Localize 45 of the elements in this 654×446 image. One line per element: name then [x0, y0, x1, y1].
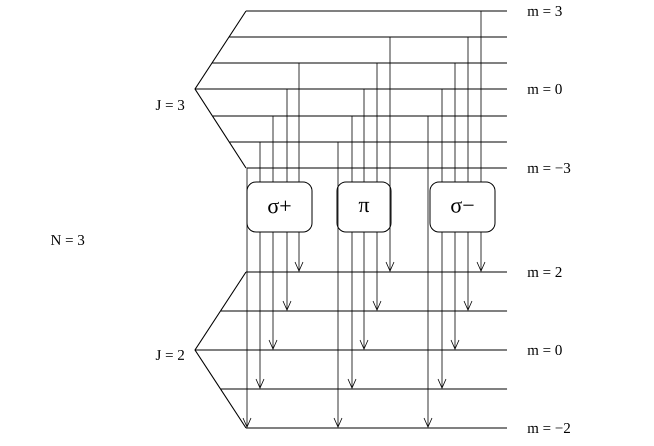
transition-arrow — [282, 232, 292, 311]
energy-level-line — [230, 141, 507, 143]
energy-level-line — [246, 271, 507, 273]
transition-arrow — [242, 168, 252, 428]
transition-arrow — [348, 232, 356, 389]
energy-level-line — [220, 310, 508, 312]
level-label: m = 2 — [528, 267, 562, 277]
energy-level-line — [212, 62, 507, 64]
transition-line — [480, 10, 482, 182]
energy-level-line — [246, 427, 507, 429]
level-label: m = 0 — [528, 84, 562, 94]
level-label: m = −3 — [528, 162, 570, 174]
transition-arrow — [256, 232, 264, 389]
energy-level-line — [195, 349, 507, 351]
transition-arrow — [476, 232, 486, 272]
transition-arrow — [450, 232, 460, 350]
molecule-label: N = 3 — [50, 234, 84, 246]
transition-line — [376, 62, 378, 182]
transition-arrow — [334, 142, 342, 428]
energy-level-line — [220, 388, 508, 390]
level-label: m = 0 — [528, 344, 562, 356]
transition-arrow — [386, 36, 394, 272]
polarization-box: σ− — [430, 182, 496, 232]
transition-line — [454, 62, 456, 182]
transition-arrow — [464, 232, 472, 311]
energy-level-line — [246, 10, 507, 12]
energy-level-line — [246, 167, 507, 169]
transition-arrow — [268, 232, 278, 350]
transition-arrow — [294, 232, 304, 272]
transition-arrow — [372, 232, 382, 311]
level-label: m = −2 — [528, 423, 570, 433]
transition-arrow — [360, 232, 368, 350]
level-group-label: J = 2 — [156, 350, 184, 360]
level-group-label: J = 3 — [156, 100, 184, 110]
polarization-box: σ+ — [246, 182, 312, 232]
transition-line — [286, 88, 288, 182]
transition-line — [272, 116, 274, 182]
transition-arrow — [424, 116, 432, 428]
energy-level-line — [195, 88, 507, 90]
level-label: m = 3 — [528, 6, 562, 16]
energy-level-line — [212, 115, 507, 117]
energy-level-line — [229, 36, 507, 38]
polarization-box: π — [336, 182, 392, 232]
transition-arrow — [438, 232, 446, 389]
transition-line — [298, 62, 300, 182]
